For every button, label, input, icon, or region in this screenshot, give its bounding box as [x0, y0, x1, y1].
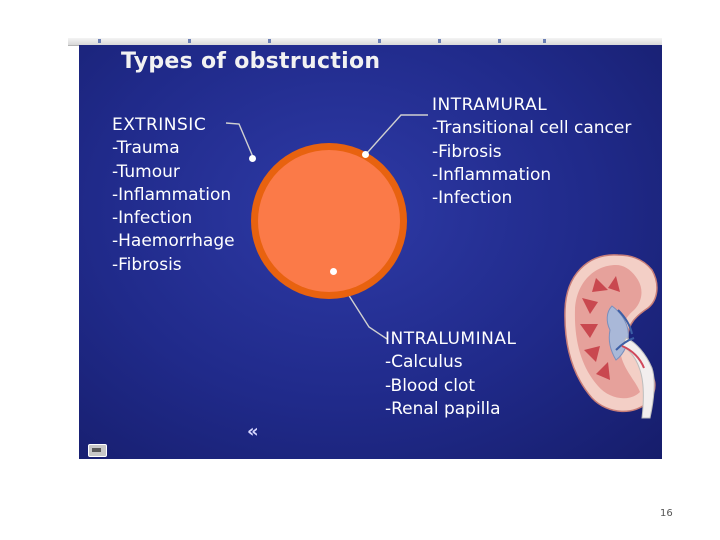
kidney-illustration [564, 254, 658, 419]
extrinsic-heading: EXTRINSIC [112, 115, 207, 135]
list-item: -Infection [112, 208, 193, 229]
list-item: -Inflammation [432, 164, 552, 185]
extrinsic-pointer-dot [249, 155, 256, 162]
list-item: -Fibrosis [432, 141, 502, 162]
intramural-pointer-dot [362, 151, 369, 158]
slide-title: Types of obstruction [121, 49, 381, 74]
slide: Types of obstruction EXTRINSIC -Trauma -… [79, 45, 662, 459]
list-item: -Haemorrhage [112, 231, 235, 252]
ureter-cross-section [251, 143, 407, 299]
list-item: -Transitional cell cancer [432, 118, 632, 139]
list-item: -Renal papilla [385, 398, 501, 419]
list-item: -Calculus [385, 352, 463, 373]
intraluminal-heading: INTRALUMINAL [385, 329, 517, 349]
list-item: -Fibrosis [112, 254, 182, 275]
page-number: 16 [660, 508, 673, 519]
extrinsic-list: EXTRINSIC -Trauma -Tumour -Inflammation … [112, 114, 235, 277]
list-item: -Inflammation [112, 184, 232, 205]
list-item: -Blood clot [385, 375, 476, 396]
intraluminal-pointer-dot [330, 268, 337, 275]
screen-icon[interactable] [88, 444, 107, 457]
list-item: -Tumour [112, 161, 180, 182]
back-arrow-icon[interactable]: « [247, 421, 258, 442]
list-item: -Infection [432, 188, 513, 209]
intraluminal-list: INTRALUMINAL -Calculus -Blood clot -Rena… [385, 328, 516, 421]
intramural-heading: INTRAMURAL [432, 95, 548, 115]
list-item: -Trauma [112, 138, 180, 159]
intramural-list: INTRAMURAL -Transitional cell cancer -Fi… [432, 94, 631, 210]
